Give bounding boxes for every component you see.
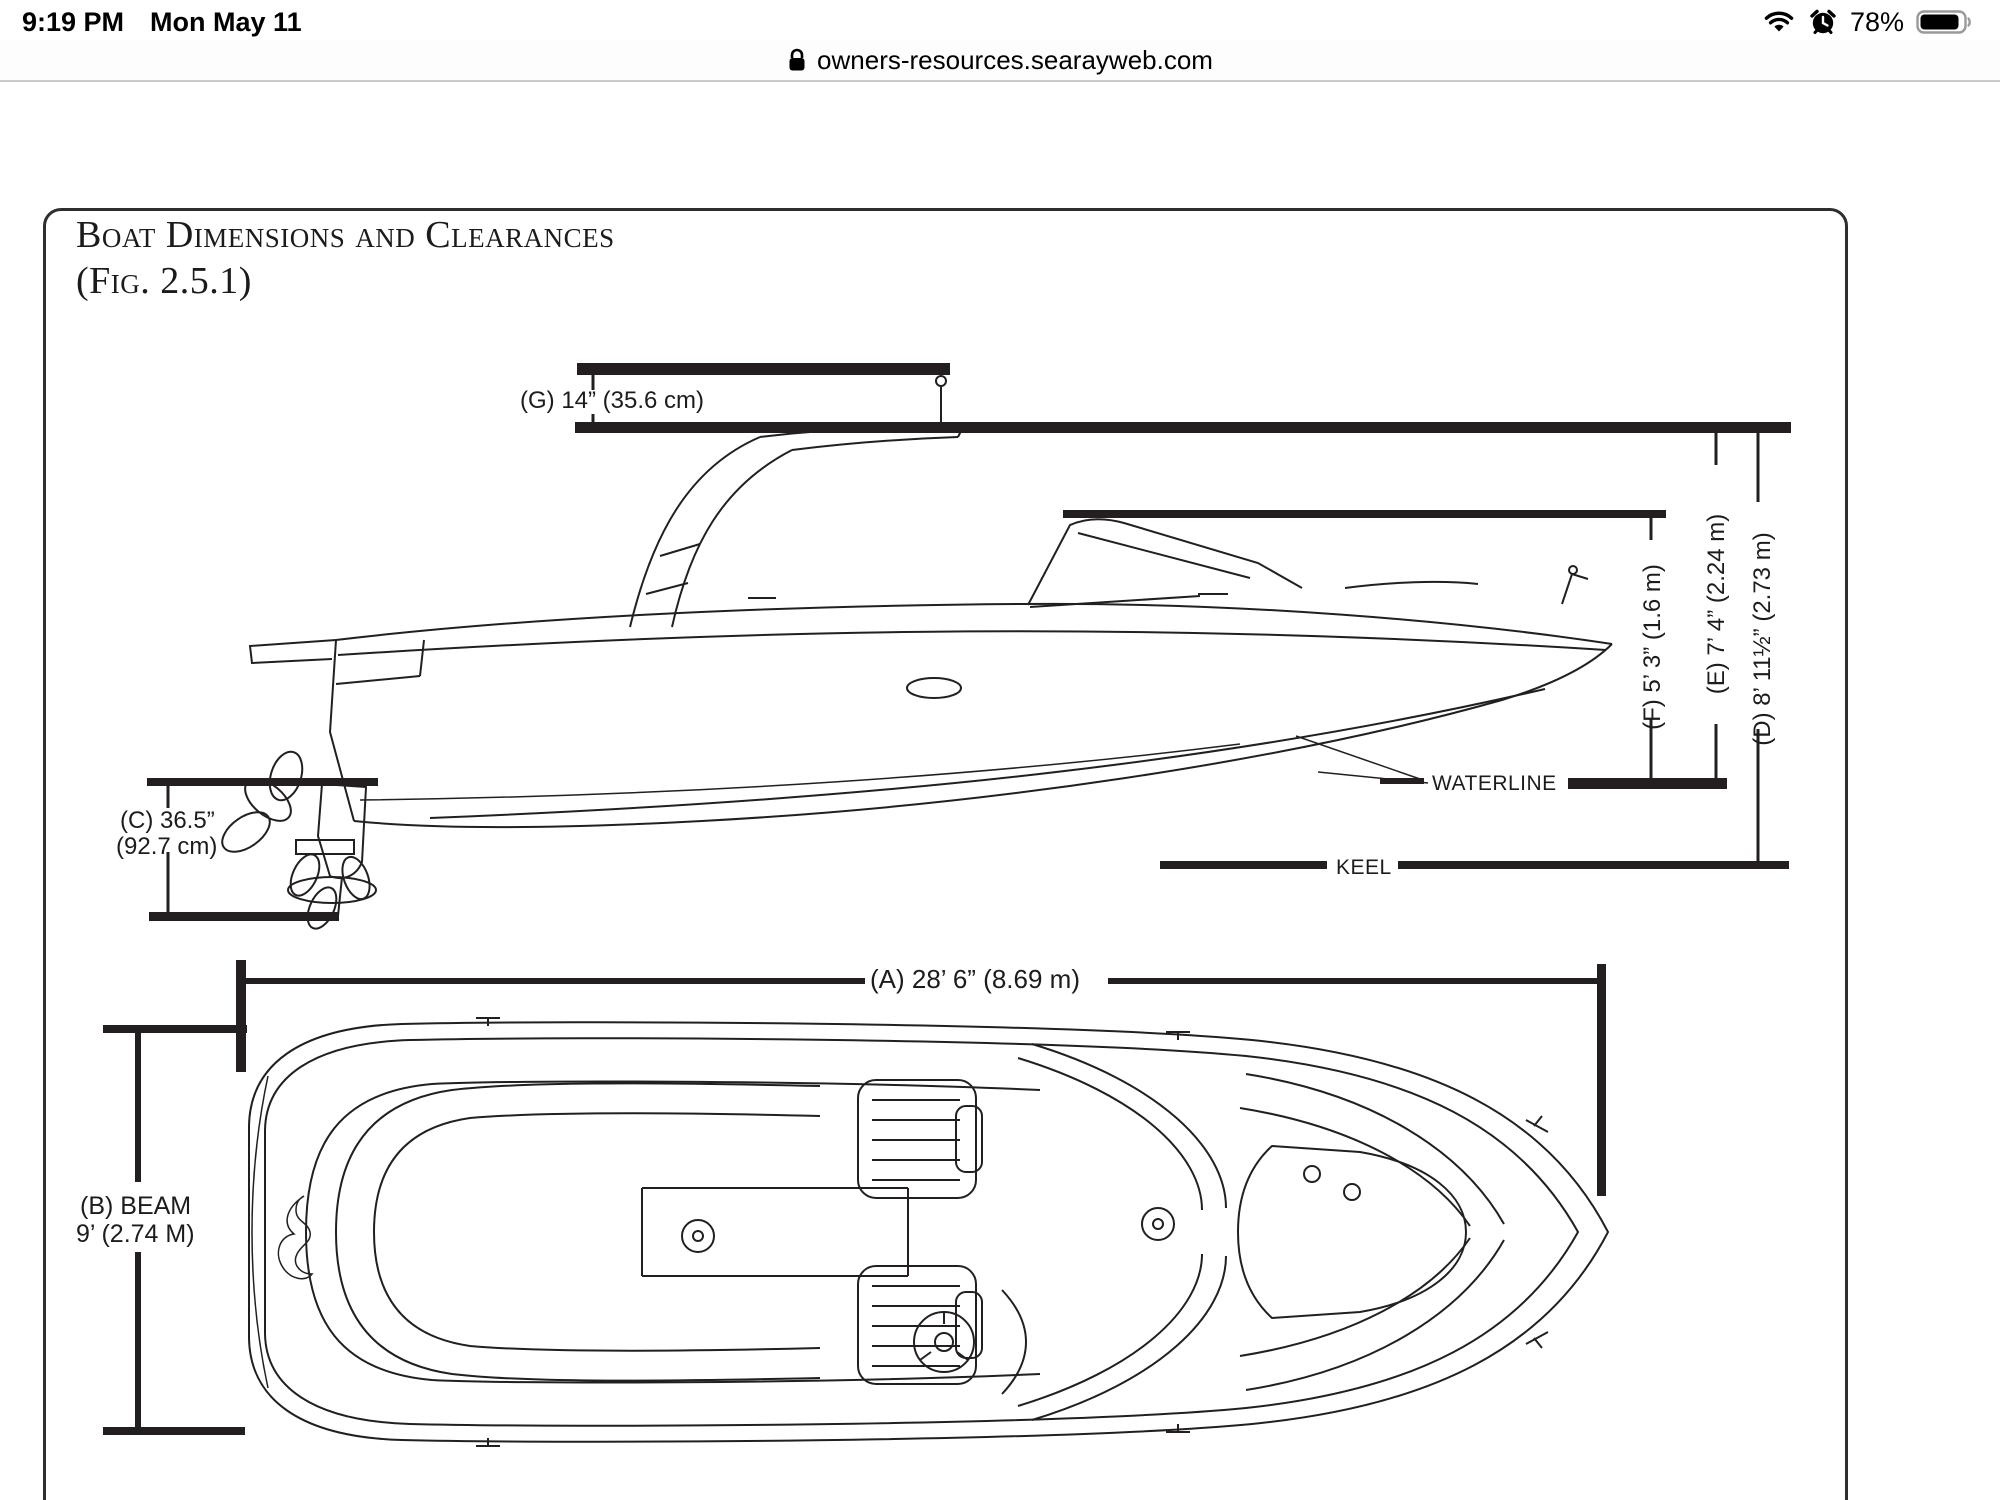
address-text: owners-resources.searayweb.com [817, 44, 1213, 75]
document-page[interactable]: Boat Dimensions and Clearances (Fig. 2.5… [0, 84, 2000, 1500]
dimension-ticks [135, 375, 1760, 1427]
status-bar: 9:19 PM Mon May 11 78% [0, 0, 2000, 40]
boat-top-view [248, 1017, 1610, 1447]
dim-label-c-line2: (92.7 cm) [116, 833, 217, 860]
dim-label-c-line1: (C) 36.5” [120, 807, 215, 834]
wifi-icon [1764, 11, 1794, 32]
dim-label-g: (G) 14” (35.6 cm) [520, 387, 704, 414]
figure-diagram: (G) 14” (35.6 cm) (F) 5’ 3” (1.6 m) (E) … [76, 363, 1791, 1447]
dim-label-b-line1: (B) BEAM [80, 1192, 191, 1220]
battery-percent: 78% [1849, 6, 1904, 37]
dim-label-a: (A) 28’ 6” (8.69 m) [870, 964, 1080, 994]
address-bar[interactable]: owners-resources.searayweb.com [0, 40, 2000, 82]
dim-label-f: (F) 5’ 3” (1.6 m) [1639, 564, 1666, 730]
dim-label-b-line2: 9’ (2.74 M) [76, 1220, 195, 1248]
figure-title-block: Boat Dimensions and Clearances (Fig. 2.5… [76, 212, 615, 304]
status-time: 9:19 PM [22, 6, 125, 37]
dimension-labels: (G) 14” (35.6 cm) (F) 5’ 3” (1.6 m) (E) … [76, 387, 1776, 1248]
boat-side-view [221, 375, 1613, 930]
battery-icon [1916, 10, 1971, 34]
lock-icon [789, 48, 805, 71]
waterline-label: WATERLINE [1432, 772, 1557, 795]
status-date: Mon May 11 [150, 6, 302, 37]
alarm-clock-icon [1810, 9, 1836, 34]
searay-logo [277, 1195, 314, 1280]
figure-title: Boat Dimensions and Clearances [76, 214, 615, 256]
dim-label-d: (D) 8’ 11½” (2.73 m) [1749, 532, 1776, 745]
keel-label: KEEL [1336, 856, 1392, 879]
dim-label-e: (E) 7’ 4” (2.24 m) [1703, 514, 1730, 694]
figure-number: (Fig. 2.5.1) [76, 260, 252, 302]
dimension-lines [103, 363, 1791, 1435]
